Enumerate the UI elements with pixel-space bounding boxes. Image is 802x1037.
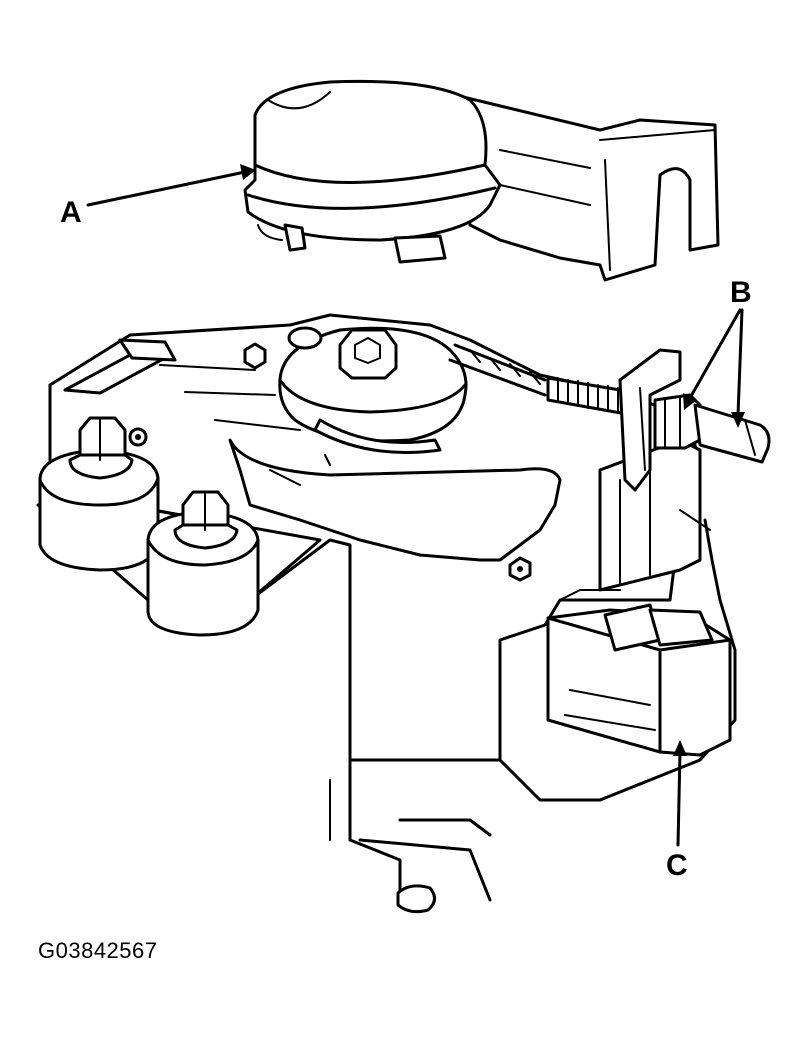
callout-c: C: [666, 849, 688, 882]
leader-lines: [86, 164, 745, 847]
callout-a: A: [60, 196, 82, 229]
cover-part-a: [243, 79, 720, 282]
arrowhead-b2: [731, 412, 745, 428]
mounting-bolts: [38, 342, 532, 637]
cable-assembly-part-b: [448, 343, 771, 492]
arrowhead-a: [240, 164, 256, 180]
arrowhead-c: [673, 740, 687, 756]
arrowhead-b1: [683, 393, 697, 410]
connector-part-c: [546, 603, 732, 757]
figure-id: G03842567: [38, 938, 158, 963]
throttle-pulley: [278, 326, 468, 466]
callout-b: B: [730, 276, 752, 309]
